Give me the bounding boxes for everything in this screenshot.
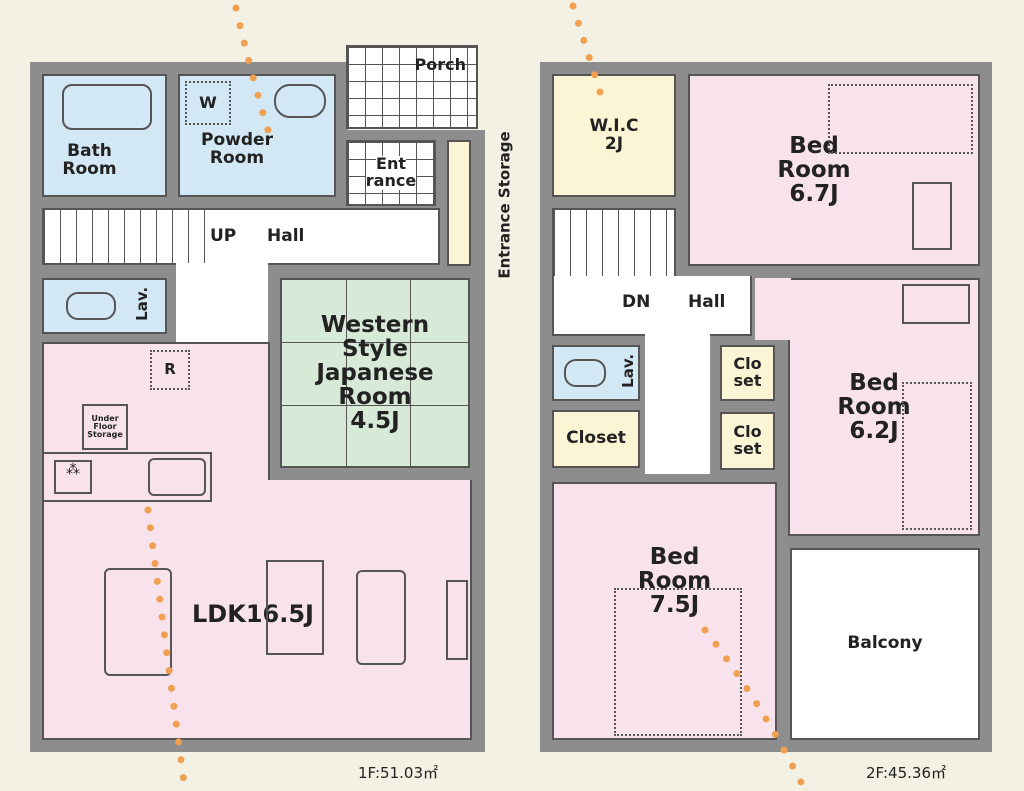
stove-icon: ⁂ xyxy=(54,460,92,494)
up-label: UP xyxy=(210,226,237,246)
lav-label: Lav. xyxy=(133,286,152,321)
low-table xyxy=(356,570,406,665)
hall-1f: UP Hall xyxy=(205,208,440,265)
porch: Porch xyxy=(346,45,478,129)
kitchen-counter: ⁂ xyxy=(42,452,212,502)
under-floor-label: Under xyxy=(91,414,119,423)
kitchen-sink-icon xyxy=(148,458,206,496)
room-label: Japanese xyxy=(316,359,434,386)
room-label: Room xyxy=(777,156,851,183)
dining-table xyxy=(104,568,172,676)
room-label: Western xyxy=(320,311,430,338)
room-label: Room xyxy=(338,384,412,411)
under-floor-label: Storage xyxy=(87,430,123,439)
dn-label: DN xyxy=(622,292,651,312)
stairs-down xyxy=(552,208,676,278)
room-label: Bed xyxy=(649,543,700,570)
wic-label: W.I.C xyxy=(589,115,639,136)
powder-label: Powder xyxy=(201,129,273,150)
tv-board xyxy=(446,580,468,660)
room-label: Bed xyxy=(849,369,899,396)
hall-2f: DN Hall xyxy=(552,276,752,336)
bed-room-6-2-entry xyxy=(755,278,791,340)
bed-icon xyxy=(614,588,742,736)
bathtub xyxy=(62,84,152,130)
desk-icon xyxy=(912,182,952,250)
entrance-storage xyxy=(447,140,471,266)
lav-label: Lav. xyxy=(619,353,638,388)
bed-icon xyxy=(828,84,973,154)
stairs-up xyxy=(42,208,207,265)
toilet-icon xyxy=(66,292,116,320)
wic-label: 2J xyxy=(604,133,624,154)
hall-2f-extension xyxy=(645,334,710,474)
fridge-space: R xyxy=(150,350,190,390)
closet-label: set xyxy=(733,439,762,458)
room-label: Style xyxy=(341,335,409,362)
balcony: Balcony xyxy=(790,548,980,740)
room-label: Room xyxy=(837,393,911,420)
balcony-label: Balcony xyxy=(847,633,923,654)
desk-icon xyxy=(902,284,970,324)
hall-label: Hall xyxy=(267,226,305,246)
ldk: LDK16.5J xyxy=(42,480,472,740)
closet-label: Clo xyxy=(733,422,762,442)
toilet-icon xyxy=(564,359,606,387)
ldk-label: LDK16.5J xyxy=(192,600,314,628)
closet-label: set xyxy=(733,371,762,390)
room-label: 7.5J xyxy=(649,592,700,619)
closet-label: Clo xyxy=(733,354,762,374)
washer-space: W xyxy=(185,81,231,125)
bath-label: Bath xyxy=(67,140,112,161)
powder-label: Room xyxy=(209,147,265,168)
lavatory-1f: Lav. xyxy=(42,278,167,334)
sink-icon xyxy=(274,84,326,118)
closet-label: Closet xyxy=(566,428,626,449)
lavatory-2f: Lav. xyxy=(552,345,640,401)
room-label: 6.7J xyxy=(789,181,839,208)
bath-label: Room xyxy=(62,158,117,179)
hall-label: Hall xyxy=(688,292,726,312)
entrance-storage-label: Entrance Storage xyxy=(496,131,515,279)
entrance-storage-label-wrap: Entrance Storage xyxy=(494,120,516,290)
floor-1-area: 1F:51.03㎡ xyxy=(358,764,439,782)
floor-2-area: 2F:45.36㎡ xyxy=(866,764,947,782)
closet: Closet xyxy=(552,410,640,468)
room-label: 6.2J xyxy=(849,418,899,445)
under-floor-label: Floor xyxy=(93,422,117,431)
bed-icon xyxy=(902,382,972,530)
entrance-label: rance xyxy=(365,171,417,190)
entrance-label: Ent xyxy=(376,154,406,174)
sofa xyxy=(266,560,324,655)
room-label: 4.5J xyxy=(350,408,400,435)
porch-label: Porch xyxy=(414,55,466,74)
hall-extension xyxy=(176,263,268,343)
